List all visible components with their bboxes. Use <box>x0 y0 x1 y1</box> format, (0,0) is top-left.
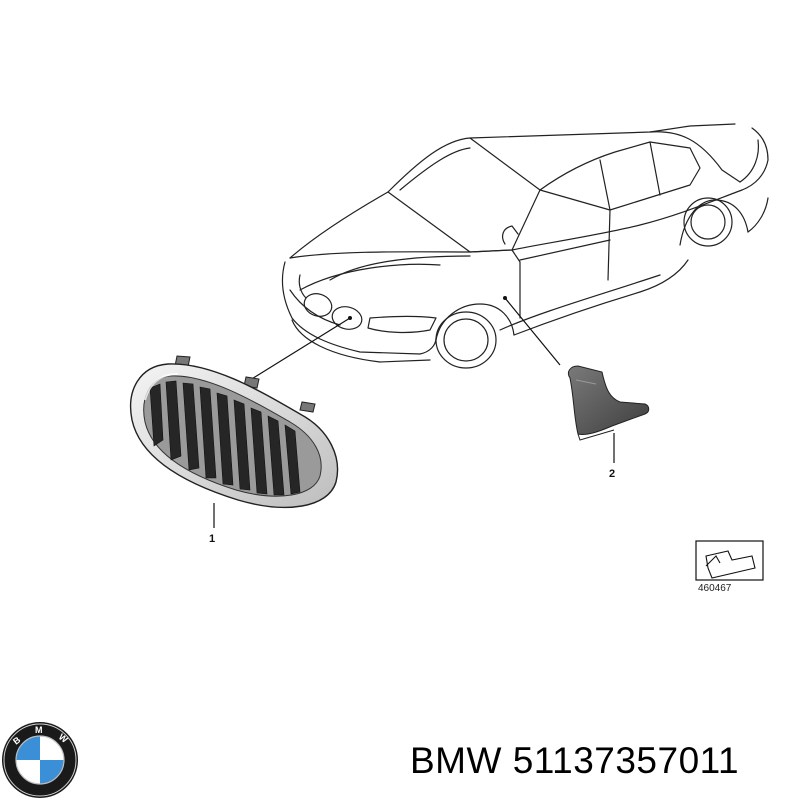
leader-lines <box>213 297 615 528</box>
part-number-caption: BMW 51137357011 <box>410 740 740 781</box>
trim-piece-part <box>567 365 650 441</box>
callout-number-1: 1 <box>209 533 216 545</box>
grille-slats <box>149 380 301 496</box>
svg-text:M: M <box>35 725 43 735</box>
kidney-grille-part <box>130 355 339 509</box>
callout-number-2: 2 <box>609 468 616 480</box>
svg-text:B: B <box>11 734 23 746</box>
leader-dot <box>503 296 507 300</box>
car-outline <box>281 123 769 369</box>
diagram-ref-icon <box>695 540 764 581</box>
diagram-reference-number: 460467 <box>698 583 732 594</box>
bmw-logo: B M W <box>2 722 78 798</box>
leader-dot <box>348 316 352 320</box>
